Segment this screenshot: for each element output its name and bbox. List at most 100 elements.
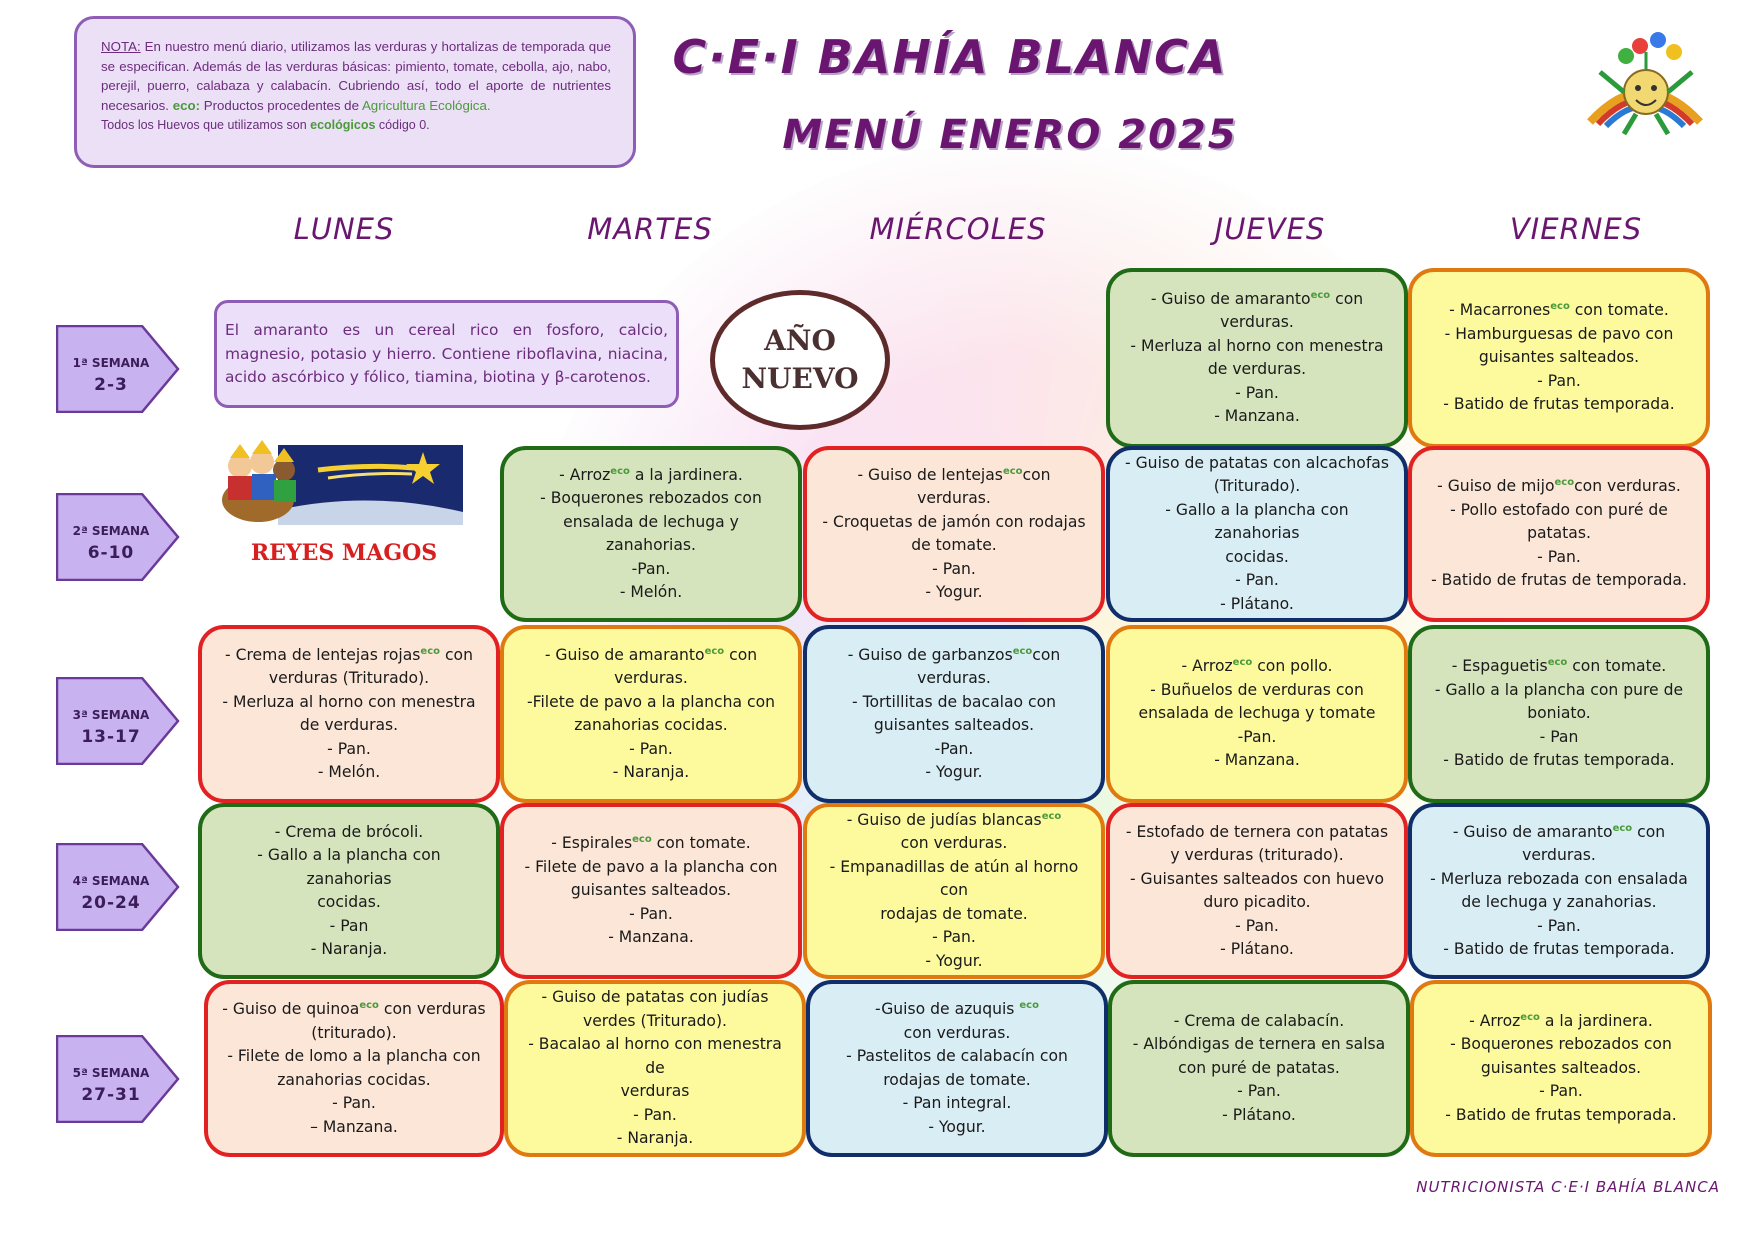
menu-line: verduras. xyxy=(917,669,991,687)
menu-line: - Guiso de lentejasecocon verduras. xyxy=(857,465,1051,508)
menu-line: - Tortillitas de bacalao con xyxy=(851,692,1057,711)
week-dates: 27-31 xyxy=(81,1085,141,1105)
menu-box-w3-viernes: - Espaguetiseco con tomate. - Gallo a la … xyxy=(1408,625,1710,803)
menu-line: - Guiso de amarantoeco con xyxy=(544,645,758,664)
day-header-jueves: JUEVES xyxy=(1214,212,1326,246)
menu-line: verduras. xyxy=(1220,313,1294,331)
note-eggs-eco: ecológicos xyxy=(310,118,376,133)
menu-line: - Batido de frutas temporada. xyxy=(1443,751,1675,770)
eco-mark: eco xyxy=(704,645,725,657)
menu-line: – Manzana. xyxy=(310,1117,398,1136)
menu-line: - Hamburguesas de pavo con xyxy=(1444,324,1674,343)
menu-line: guisantes salteados. xyxy=(1478,348,1640,367)
footer-credit: NUTRICIONISTA C·E·I BAHÍA BLANCA xyxy=(1416,1178,1720,1196)
week-label-3: 3ª SEMANA 13-17 xyxy=(56,677,180,765)
menu-line: - Batido de frutas temporada. xyxy=(1443,940,1675,958)
ano-nuevo-line-2: NUEVO xyxy=(741,362,859,395)
eco-mark: eco xyxy=(632,834,652,846)
menu-line: - Buñuelos de verduras con xyxy=(1150,680,1364,699)
menu-line: - Melón. xyxy=(317,763,381,781)
menu-line: - Pastelitos de calabacín con xyxy=(846,1047,1068,1065)
menu-line: - Pan. xyxy=(932,928,976,947)
menu-line: con puré de patatas. xyxy=(1178,1058,1340,1077)
menu-line: boniato. xyxy=(1527,704,1591,723)
menu-line: - Pan. xyxy=(1237,1082,1281,1101)
note-box: NOTA: En nuestro menú diario, utilizamos… xyxy=(74,16,636,168)
menu-line: guisantes salteados. xyxy=(1480,1058,1642,1077)
menu-line: - Manzana. xyxy=(1214,751,1300,770)
menu-line: ensalada de lechuga y zanahorias. xyxy=(563,512,739,555)
menu-line: - Gallo a la plancha con pure de xyxy=(1434,680,1684,699)
menu-box-w3-jueves: - Arrozeco con pollo.- Buñuelos de verdu… xyxy=(1106,625,1408,803)
menu-line: - Boquerones rebozados con xyxy=(540,489,762,507)
menu-line: con verduras. xyxy=(900,834,1008,853)
menu-items: - Guiso de quinoaeco con verduras(tritur… xyxy=(220,998,488,1139)
menu-line: guisantes salteados. xyxy=(570,881,732,900)
week-label-text: 3ª SEMANA xyxy=(72,708,150,722)
menu-line: con verduras. xyxy=(903,1023,1011,1042)
menu-line: - Batido de frutas de temporada. xyxy=(1431,571,1687,590)
menu-items: -Guiso de azuquis eco con verduras. - Past… xyxy=(822,998,1092,1139)
week-arrow-icon xyxy=(56,493,180,581)
menu-line: - Crema de calabacín. xyxy=(1173,1011,1345,1030)
week-arrow-icon xyxy=(56,843,180,931)
week-dates: 13-17 xyxy=(81,727,141,747)
menu-line: - Pan. xyxy=(327,739,371,758)
menu-line: - Manzana. xyxy=(1214,407,1300,425)
menu-line: - Pan integral. xyxy=(902,1094,1012,1112)
menu-box-w1-viernes: - Macarroneseco con tomate.- Hamburguesa… xyxy=(1408,268,1710,448)
menu-items: - Crema de calabacín.- Albóndigas de ter… xyxy=(1124,1010,1394,1128)
reyes-magos-label: REYES MAGOS xyxy=(250,540,438,566)
week-arrow-icon xyxy=(56,677,180,765)
day-header-viernes: VIERNES xyxy=(1509,212,1643,246)
menu-line: - Pan. xyxy=(633,1105,677,1124)
menu-line: - Filete de lomo a la plancha con xyxy=(227,1047,481,1065)
note-text-2: Productos procedentes de xyxy=(200,97,362,113)
eco-mark: eco xyxy=(1019,999,1039,1011)
menu-items: - Guiso de lentejasecocon verduras.- Cro… xyxy=(819,464,1089,605)
week-label-2: 2ª SEMANA 6-10 xyxy=(56,493,180,581)
eco-mark: eco xyxy=(420,645,441,657)
menu-box-w5-jueves: - Crema de calabacín.- Albóndigas de ter… xyxy=(1108,980,1410,1157)
menu-line: rodajas de tomate. xyxy=(880,904,1028,923)
menu-line: - Pan. xyxy=(1235,916,1279,935)
menu-box-w2-jueves: - Guiso de patatas con alcachofas(Tritur… xyxy=(1106,446,1408,622)
menu-line: - Merluza rebozada con ensalada xyxy=(1430,869,1688,888)
week-dates: 2-3 xyxy=(94,375,128,395)
menu-line: - Plátano. xyxy=(1220,940,1294,958)
menu-line: - Naranja. xyxy=(310,940,388,958)
menu-box-w5-lunes: - Guiso de quinoaeco con verduras(tritur… xyxy=(204,980,504,1157)
menu-line: ensalada de lechuga y tomate xyxy=(1138,704,1376,723)
menu-line: - Guiso de amarantoeco con xyxy=(1150,289,1364,308)
week-label-text: 2ª SEMANA xyxy=(72,524,150,538)
menu-line: - Batido de frutas temporada. xyxy=(1443,395,1675,414)
menu-line: -Guiso de azuquis eco xyxy=(875,999,1039,1018)
menu-line: -Pan. xyxy=(934,739,974,758)
menu-line: - Crema de brócoli. xyxy=(274,822,424,841)
menu-items: - Crema de brócoli.- Gallo a la plancha … xyxy=(214,821,484,962)
menu-line: - Pan. xyxy=(1235,571,1279,590)
menu-line: - Pollo estofado con puré de xyxy=(1450,500,1668,519)
menu-items: - Guiso de patatas con alcachofas(Tritur… xyxy=(1122,452,1392,617)
week-arrow-icon xyxy=(56,325,180,413)
menu-line: - Merluza al horno con menestra xyxy=(222,692,476,711)
menu-line: y verduras (triturado). xyxy=(1170,846,1344,864)
menu-line: - Guiso de quinoaeco con verduras xyxy=(222,999,486,1018)
menu-line: - Espaguetiseco con tomate. xyxy=(1451,657,1667,676)
menu-items: - Macarroneseco con tomate.- Hamburguesa… xyxy=(1424,299,1694,417)
menu-items: - Arrozeco con pollo.- Buñuelos de verdu… xyxy=(1122,655,1392,773)
menu-line: - Pan. xyxy=(629,904,673,923)
menu-items: - Espaguetiseco con tomate. - Gallo a la … xyxy=(1424,655,1694,773)
eco-mark: eco xyxy=(1554,477,1575,489)
ano-nuevo-line-1: AÑO xyxy=(764,324,836,357)
